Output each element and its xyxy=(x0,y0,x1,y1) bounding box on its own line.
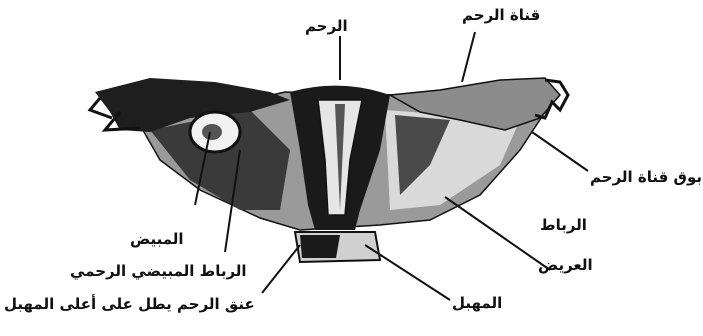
label-vagina: المهبل xyxy=(452,296,502,311)
label-utero-ovarian-ligament: الرباط المبيضي الرحمي xyxy=(70,264,247,279)
leader-tube-trumpet xyxy=(532,132,588,171)
label-ovary: المبيض xyxy=(130,232,184,247)
leader-vagina xyxy=(365,245,450,300)
cervix-dark xyxy=(300,235,340,258)
label-tube-trumpet: بوق قناة الرحم xyxy=(590,170,702,185)
leader-fallopian-tube xyxy=(462,32,475,82)
label-broad-ligament-line2: العريض xyxy=(538,258,593,273)
label-fallopian-tube: قناة الرحم xyxy=(462,8,540,23)
leader-broad-ligament xyxy=(445,197,550,270)
ovary-inner xyxy=(202,124,222,140)
label-cervix-into-vagina: عنق الرحم يطل على أعلى المهبل xyxy=(4,297,255,312)
label-broad-ligament-line1: الرباط xyxy=(540,218,587,233)
label-uterus: الرحم xyxy=(305,19,348,34)
leader-cervix xyxy=(262,245,300,293)
